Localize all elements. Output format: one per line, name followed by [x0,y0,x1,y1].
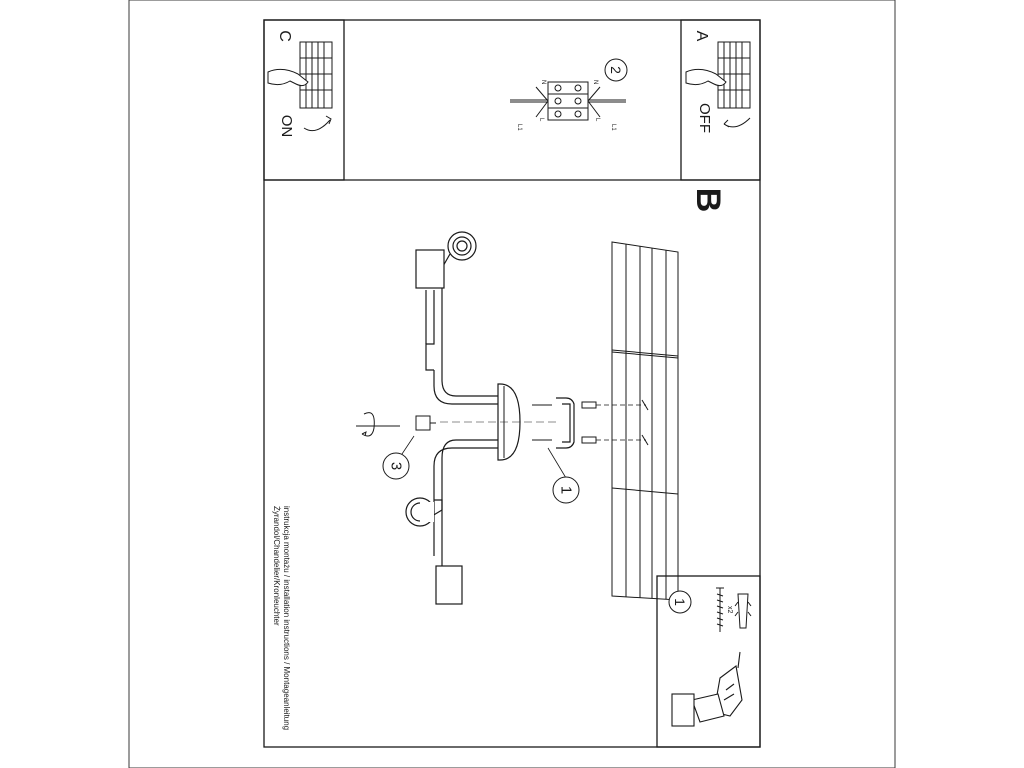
screw-guide-lines [596,404,646,441]
ceiling-planks [611,241,679,601]
panel-a-letter: A [693,31,710,42]
fuse-box-icon [299,41,333,109]
rotate-arrow-icon [303,119,331,132]
caption-line-1: instrukcja montażu / installation instru… [282,506,291,730]
drill-icon [671,651,743,727]
cap-nut [415,415,436,431]
terminal-block: 2 N N L L L1 L1 [510,58,628,131]
panel-c-letter: C [276,30,293,42]
step-1-number: 1 [558,486,575,494]
screw-icon [532,399,649,446]
caption-line-2: Żyrandol/Chandelier/Kronleuchter [272,506,281,626]
rotate-arrow-icon [356,412,400,437]
lamp-shade-upper-left [415,249,445,289]
connector-label: L1 [610,124,616,131]
quantity-label: x2 [726,606,733,614]
hand-icon [685,68,727,87]
page-border [128,0,896,768]
connector-label: N [540,80,546,84]
panel-c: C ON [263,19,345,181]
lamp-shade-lower-left [405,497,435,527]
connector-label: L1 [516,124,522,131]
lamp-shade-lower-right [435,556,463,605]
hand-icon [267,68,309,87]
screw-icon [716,587,724,632]
connector-label: L [538,118,544,122]
step-3-number: 3 [388,462,405,470]
step-2-number: 2 [608,66,624,74]
lamp-shade-upper-right [447,231,477,261]
lamp-arm-lower [431,439,498,556]
panel-c-state: ON [278,115,295,138]
sheet-border [263,19,761,748]
mounting-bracket [556,397,575,449]
connector-label: N [592,80,598,84]
connector-label: L [594,118,600,122]
section-letter-b: B [689,188,727,213]
tools-step-number: 1 [672,598,688,606]
panel-a: A OFF [680,19,761,181]
tools-panel: 1 x2 [656,575,761,748]
panel-a-state: OFF [696,103,713,133]
rotate-arrow-icon [723,117,751,128]
wall-plug-icon [734,593,752,629]
fuse-box-icon [717,41,751,109]
